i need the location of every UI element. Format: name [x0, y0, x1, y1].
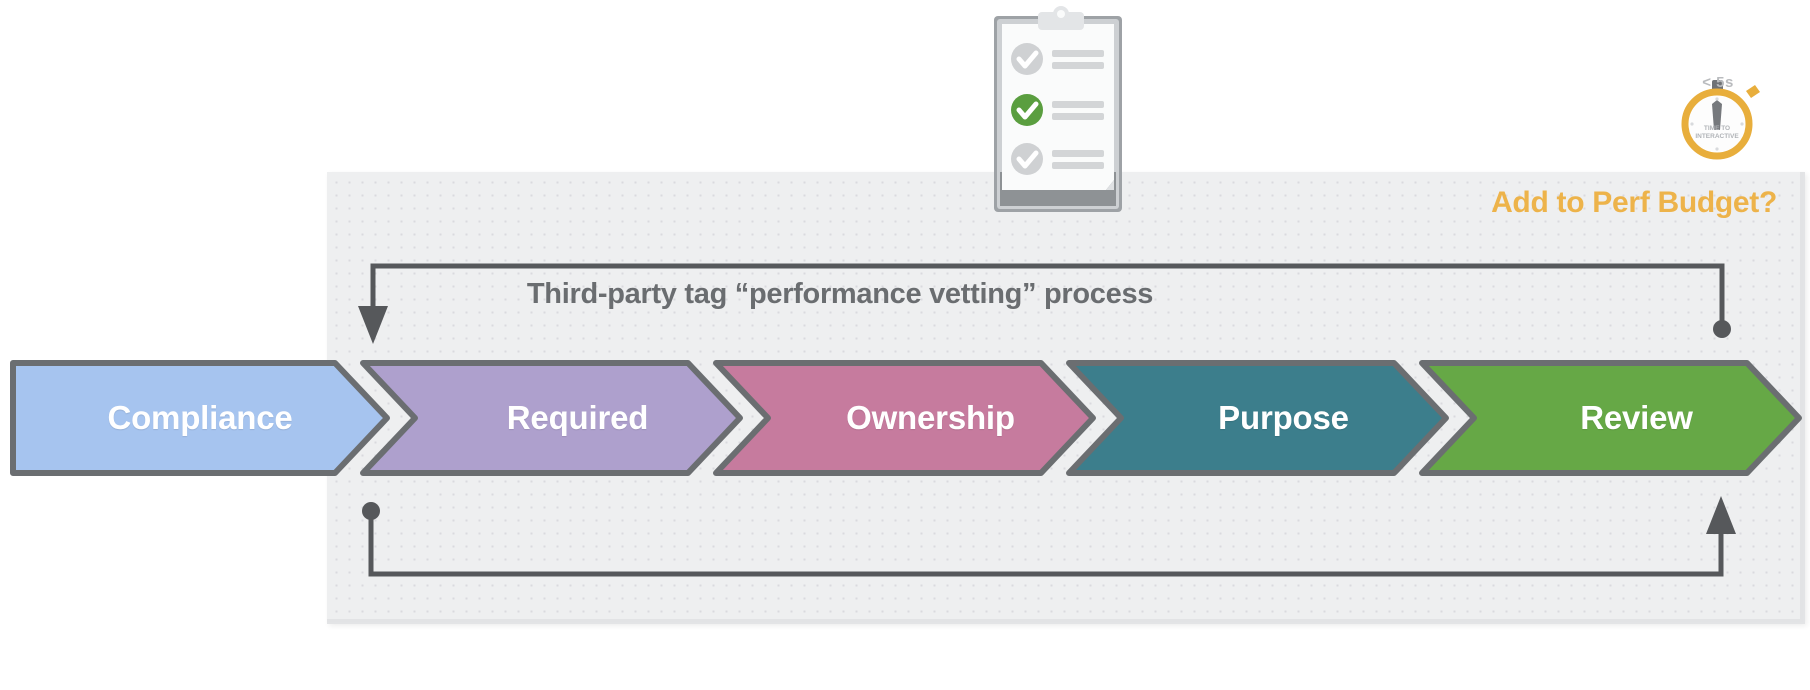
stage-purpose[interactable] [1066, 360, 1449, 476]
stage-label-compliance: Compliance [107, 399, 293, 436]
stage-required[interactable] [360, 360, 743, 476]
perf-budget-heading: Add to Perf Budget? [1491, 186, 1777, 219]
process-pipeline [0, 358, 1810, 478]
checkbox-unchecked-icon [1011, 43, 1043, 75]
clipboard-checklist-icon [988, 4, 1133, 224]
process-title: Third-party tag “performance vetting” pr… [526, 278, 1154, 310]
stage-label-ownership: Ownership [846, 399, 1015, 436]
checkbox-unchecked-icon [1011, 143, 1043, 175]
stage-label-purpose: Purpose [1218, 399, 1349, 436]
stage-label-review: Review [1580, 399, 1693, 436]
stage-review[interactable] [1419, 360, 1802, 476]
stopwatch-threshold-label: < 5s [1702, 74, 1734, 91]
checkbox-checked-icon [1011, 94, 1043, 126]
stage-compliance[interactable] [10, 360, 390, 476]
stage-ownership[interactable] [713, 360, 1096, 476]
stopwatch-metric-line1: TIME TO [1704, 125, 1730, 132]
stopwatch-icon: TIME TO INTERACTIVE [1664, 66, 1774, 166]
stage-label-required: Required [506, 399, 649, 436]
stopwatch-metric-line2: INTERACTIVE [1695, 133, 1739, 140]
